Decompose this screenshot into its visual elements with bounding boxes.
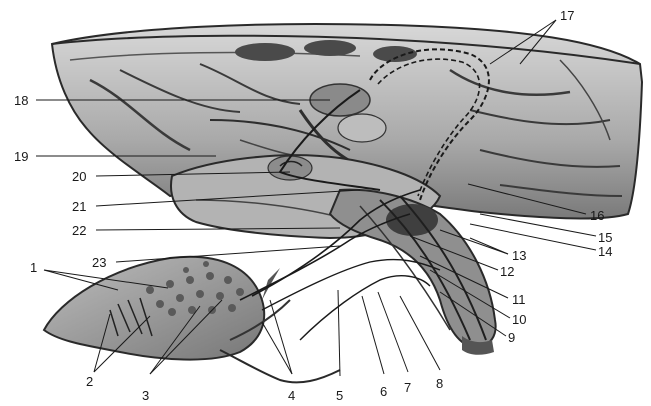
label-8: 8 [436, 376, 443, 391]
label-16: 16 [590, 208, 604, 223]
label-7: 7 [404, 380, 411, 395]
label-15: 15 [598, 230, 612, 245]
label-19: 19 [14, 149, 28, 164]
label-14: 14 [598, 244, 612, 259]
label-9: 9 [508, 330, 515, 345]
label-18: 18 [14, 93, 28, 108]
label-2: 2 [86, 374, 93, 389]
brainstem [330, 190, 496, 355]
olfactory-bulb [44, 257, 340, 383]
label-5: 5 [336, 388, 343, 403]
label-20: 20 [72, 169, 86, 184]
label-11: 11 [512, 292, 526, 307]
label-13: 13 [512, 248, 526, 263]
label-12: 12 [500, 264, 514, 279]
label-1: 1 [30, 260, 37, 275]
label-3: 3 [142, 388, 149, 403]
label-22: 22 [72, 223, 86, 238]
label-17: 17 [560, 8, 574, 23]
label-4: 4 [288, 388, 295, 403]
label-10: 10 [512, 312, 526, 327]
label-6: 6 [380, 384, 387, 399]
label-21: 21 [72, 199, 86, 214]
label-23: 23 [92, 255, 106, 270]
